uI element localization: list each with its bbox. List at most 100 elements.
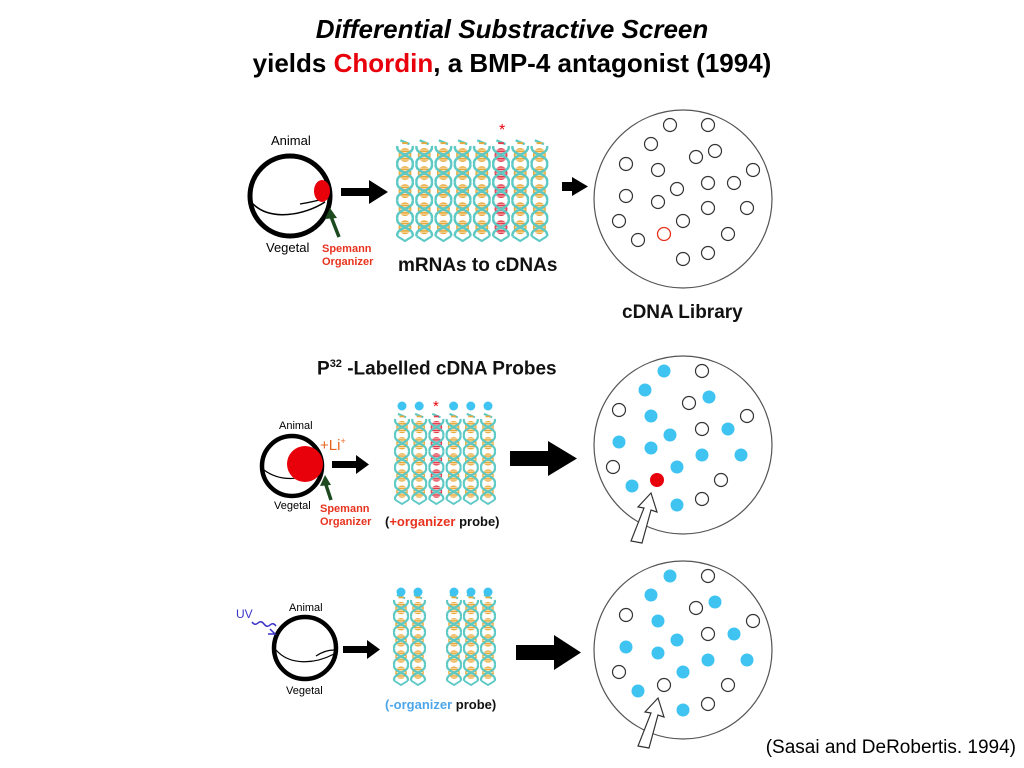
- colony-hybridized: [676, 703, 690, 717]
- colony-hybridized: [740, 653, 754, 667]
- colony-unlabelled: [688, 600, 704, 616]
- probe-helix-4: [463, 593, 479, 687]
- colony-hybridized: [657, 364, 671, 378]
- title-prefix: yields: [252, 48, 334, 78]
- colony-unlabelled: [618, 156, 634, 172]
- colony-chordin-clone: [656, 226, 672, 242]
- panel1-embryo: [247, 153, 341, 239]
- panel1-caption: mRNAs to cDNAs: [398, 255, 558, 276]
- panel2-arrow-to-probe: [332, 455, 369, 474]
- panel3-hybridized-plate: [593, 560, 773, 749]
- colony-hybridized: [708, 595, 722, 609]
- cdna-helix-6: [492, 139, 510, 243]
- colony-unlabelled: [650, 194, 666, 210]
- panel1-marker-asterisk: *: [499, 122, 506, 139]
- colony-unlabelled: [618, 607, 634, 623]
- cdna-helix-8: [530, 139, 549, 243]
- uv-wave-icon: [251, 620, 277, 628]
- panel1-vegetal-label: Vegetal: [266, 240, 310, 255]
- colony-unlabelled: [681, 395, 697, 411]
- colony-hybridized: [701, 653, 715, 667]
- colony-hybridized: [695, 448, 709, 462]
- p32-label-dot: [396, 587, 406, 597]
- panel1-arrow-to-library: [562, 177, 588, 196]
- colony-unlabelled: [694, 491, 710, 507]
- colony-unlabelled: [745, 162, 761, 178]
- colony-hybridized: [644, 588, 658, 602]
- p32-label-dot: [397, 401, 407, 411]
- colony-hybridized: [644, 409, 658, 423]
- minus-organizer-probe-label: (-organizer probe): [385, 697, 497, 712]
- colony-hybridized: [670, 633, 684, 647]
- colony-unlabelled: [669, 181, 685, 197]
- colony-hybridized: [663, 428, 677, 442]
- probe-helix-3: [446, 593, 462, 687]
- p32-label-dot: [483, 587, 493, 597]
- colony-unlabelled: [700, 117, 716, 133]
- colony-unlabelled: [611, 402, 627, 418]
- colony-unlabelled: [707, 143, 723, 159]
- panel3-vegetal-label: Vegetal: [286, 685, 323, 697]
- colony-hybridized: [670, 498, 684, 512]
- probe-helix-2: [410, 593, 426, 687]
- colony-unlabelled: [694, 363, 710, 379]
- panel1-cdna-library-plate: [593, 109, 773, 289]
- embryo-outline: [247, 153, 333, 239]
- colony-hybridized: [702, 390, 716, 404]
- p32-label-dot: [414, 401, 424, 411]
- organizer-region: [314, 180, 330, 202]
- colony-unlabelled: [739, 408, 755, 424]
- probe-helix-1: [394, 412, 410, 506]
- panel2-heading: P32 -Labelled cDNA Probes: [317, 358, 557, 380]
- embryo-blastocoel-line: [251, 201, 326, 216]
- p32-label-dot: [483, 401, 493, 411]
- panel2-probe-helices: [394, 401, 496, 506]
- title-chordin: Chordin: [333, 48, 434, 78]
- colony-hybridized: [676, 665, 690, 679]
- colony-unlabelled: [700, 200, 716, 216]
- colony-unlabelled: [720, 226, 736, 242]
- probe-helix-6: [480, 412, 496, 506]
- panel1-animal-label: Animal: [271, 133, 311, 148]
- colony-unlabelled: [745, 613, 761, 629]
- panel1-cdna-helices: [396, 139, 549, 243]
- colony-hybridized: [663, 569, 677, 583]
- probe-helix-3: [428, 412, 445, 506]
- library-caption: cDNA Library: [622, 302, 743, 323]
- panel2-vegetal-label: Vegetal: [274, 500, 311, 512]
- colony-unlabelled: [675, 213, 691, 229]
- colony-unlabelled: [700, 626, 716, 642]
- colony-hybridized: [670, 460, 684, 474]
- colony-unlabelled: [739, 200, 755, 216]
- panel1-arrow-to-cdna: [341, 180, 388, 204]
- probe-helix-5: [480, 593, 496, 687]
- colony-hybridized: [619, 640, 633, 654]
- colony-unlabelled: [650, 162, 666, 178]
- probe-helix-1: [393, 593, 409, 687]
- colony-unlabelled: [618, 188, 634, 204]
- panel2-marker-asterisk: *: [433, 398, 439, 415]
- plus-organizer-probe-label: (+organizer probe): [385, 514, 500, 529]
- panel2-embryo: [259, 433, 333, 501]
- colony-unlabelled: [700, 568, 716, 584]
- colony-unlabelled: [643, 136, 659, 152]
- colony-unlabelled: [713, 472, 729, 488]
- colony-unlabelled: [675, 251, 691, 267]
- panel3-arrow-to-plate: [516, 635, 581, 670]
- panel3-arrow-to-probe: [343, 640, 380, 659]
- colony-unlabelled: [630, 232, 646, 248]
- colony-hybridized: [631, 684, 645, 698]
- p32-label-dot: [466, 401, 476, 411]
- cdna-helix-2: [415, 139, 434, 243]
- colony-hybridized: [727, 627, 741, 641]
- title-suffix: , a BMP-4 antagonist (1994): [433, 48, 772, 78]
- panel3-embryo: [251, 614, 339, 682]
- citation: (Sasai and DeRobertis. 1994): [765, 737, 1016, 758]
- colony-unlabelled: [611, 664, 627, 680]
- p32-label-dot: [466, 587, 476, 597]
- slide-title-line1: Differential Substractive Screen: [315, 14, 709, 44]
- probe-helix-4: [445, 412, 462, 506]
- colony-unlabelled: [726, 175, 742, 191]
- slide-title-line2: yields Chordin, a BMP-4 antagonist (1994…: [0, 48, 1024, 78]
